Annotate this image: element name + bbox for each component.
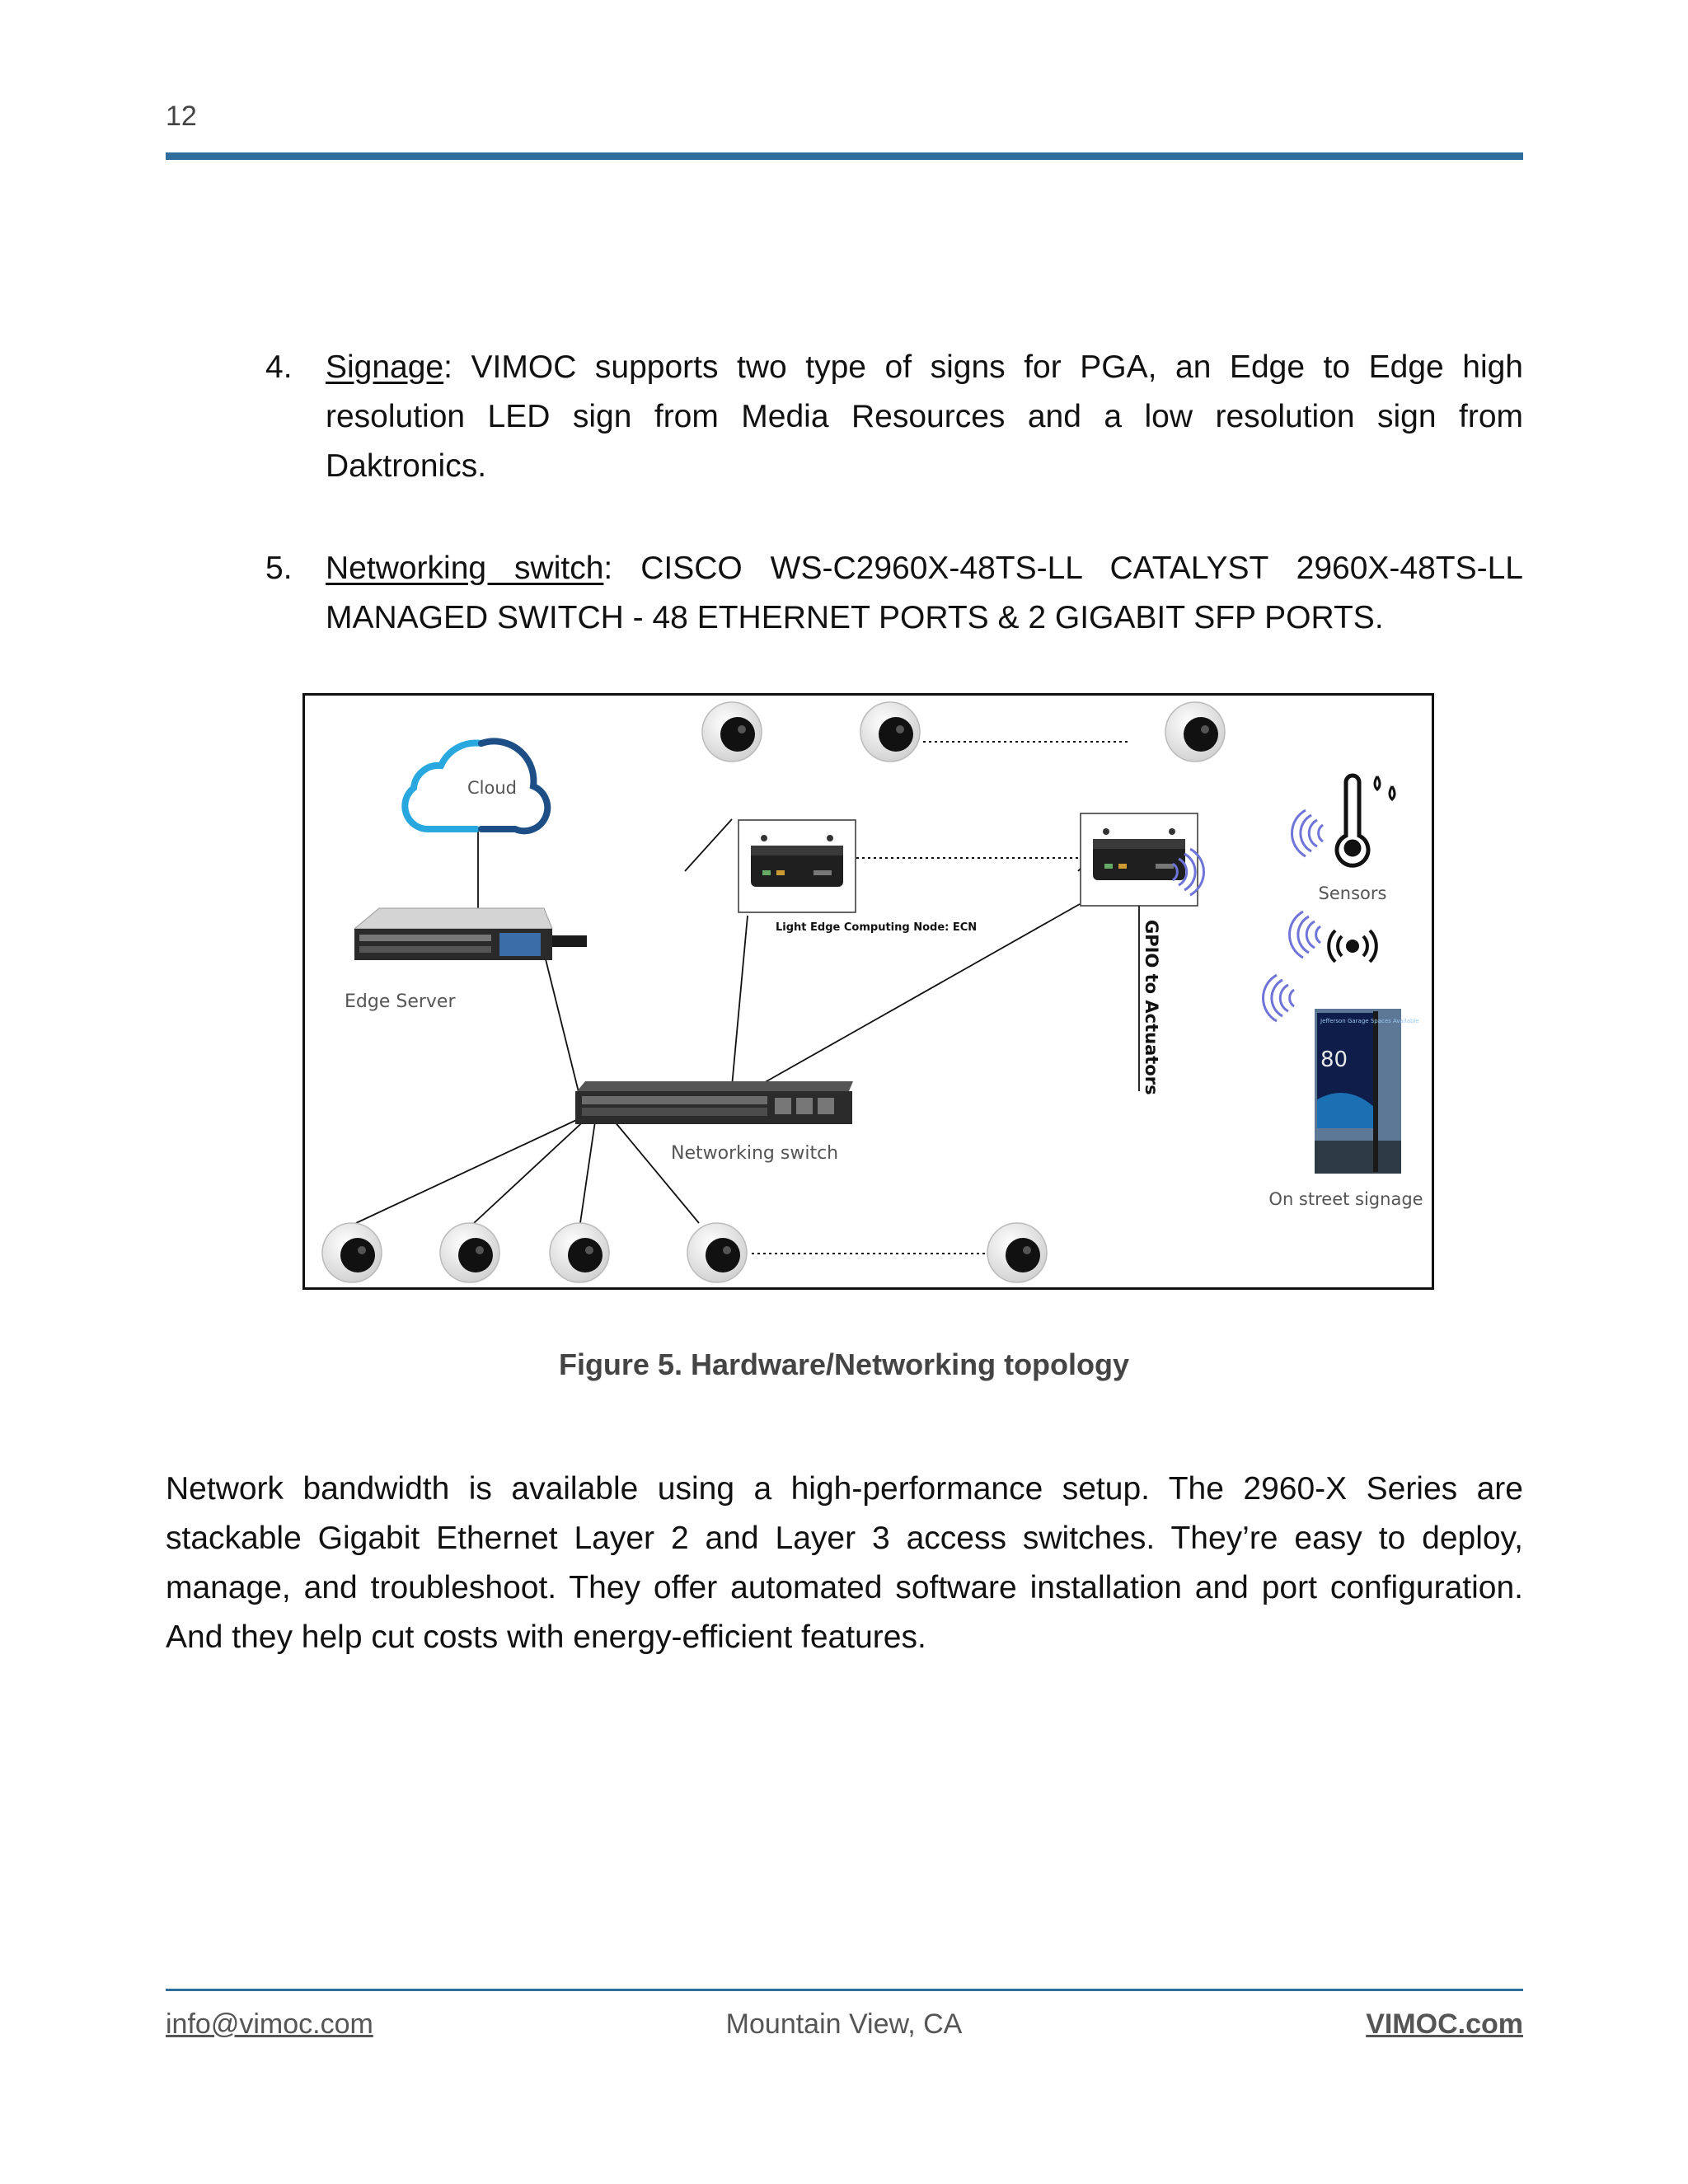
list-term: Signage (326, 349, 443, 385)
edge-server-label: Edge Server (345, 991, 456, 1012)
networking-switch-icon (575, 1081, 853, 1124)
body-paragraph: Network bandwidth is available using a h… (166, 1465, 1523, 1662)
footer-rule (166, 1989, 1523, 1991)
wifi-signal-icon (1263, 975, 1294, 1021)
list-item-signage: 4. Signage: VIMOC supports two type of s… (265, 343, 1523, 491)
cloud-icon: Cloud (405, 741, 547, 831)
ecn-node-left (738, 820, 856, 912)
topology-diagram: Cloud Edge Server Light Edge Computing N… (305, 696, 1432, 1287)
broadcast-icon (1329, 930, 1376, 962)
gpio-label: GPIO to Actuators (1142, 920, 1161, 1095)
camera-icon (550, 1223, 609, 1282)
list-number: 4. (265, 343, 293, 392)
ecn-label: Light Edge Computing Node: ECN (776, 921, 977, 934)
topology-figure: Cloud Edge Server Light Edge Computing N… (302, 693, 1434, 1290)
wifi-signal-icon (1292, 810, 1323, 856)
list-text: : VIMOC supports two type of signs for P… (326, 349, 1523, 484)
camera-icon (1165, 702, 1225, 762)
thermometer-icon (1337, 776, 1395, 865)
dotted-links (752, 742, 1129, 1254)
list-item-networking-switch: 5. Networking switch: CISCO WS-C2960X-48… (265, 544, 1523, 643)
figure-caption: Figure 5. Hardware/Networking topology (0, 1347, 1688, 1382)
sign-top-text: Jefferson Garage Spaces Available (1320, 1018, 1419, 1024)
camera-icon (987, 1223, 1047, 1282)
signage-label: On street signage (1268, 1189, 1423, 1209)
networking-switch-label: Networking switch (671, 1143, 838, 1164)
list-term: Networking switch (326, 551, 603, 586)
camera-icon (322, 1223, 382, 1282)
cloud-label: Cloud (467, 778, 517, 798)
page-number: 12 (166, 101, 197, 133)
list-number: 5. (265, 544, 293, 593)
camera-icon (687, 1223, 747, 1282)
sign-value: 80 (1320, 1047, 1348, 1072)
camera-icon (440, 1223, 499, 1282)
list-item-body: Signage: VIMOC supports two type of sign… (326, 343, 1523, 491)
header-rule (166, 152, 1523, 160)
camera-icon (860, 702, 920, 762)
list-item-body: Networking switch: CISCO WS-C2960X-48TS-… (326, 544, 1523, 643)
wifi-signal-icon (1289, 912, 1320, 958)
camera-icon (702, 702, 762, 762)
street-sign-image: Jefferson Garage Spaces Available 80 (1315, 1009, 1419, 1174)
edge-server-icon (354, 908, 587, 960)
sensors-label: Sensors (1319, 883, 1387, 903)
footer-website-link[interactable]: VIMOC.com (1366, 2008, 1523, 2041)
